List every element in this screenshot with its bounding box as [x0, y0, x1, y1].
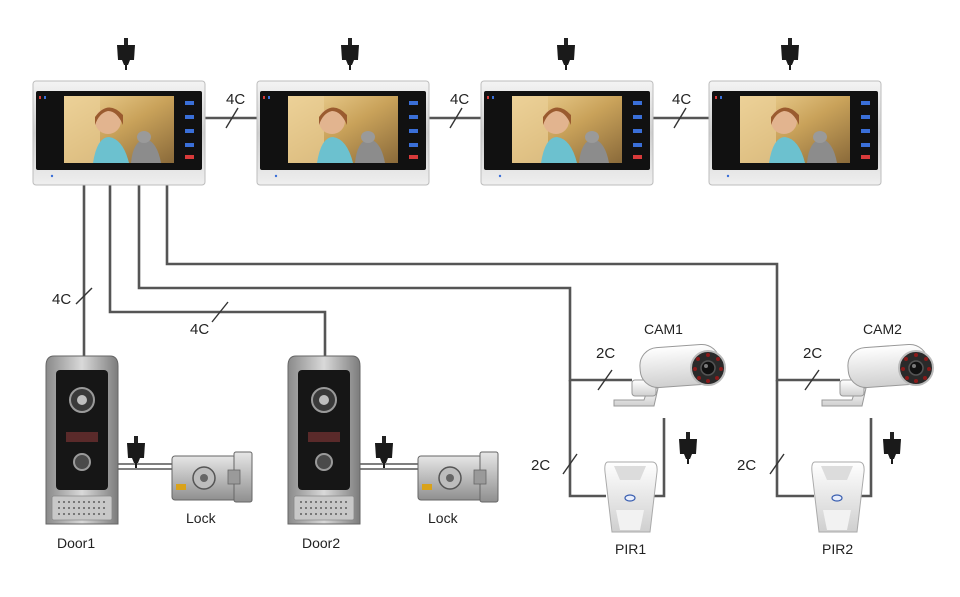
door2-wire-label: 4C — [190, 321, 209, 338]
electric-lock-2 — [417, 451, 499, 503]
device-labels: Door1 Door2 Lock Lock CAM1 CAM2 PIR1 PIR… — [57, 321, 902, 557]
lock2-label: Lock — [428, 510, 459, 526]
pir2-wire-label: 2C — [737, 457, 756, 474]
camera-1 — [613, 342, 726, 407]
monitor-2 — [256, 80, 430, 186]
power-adapter-icon — [117, 38, 135, 70]
power-adapter-icon — [127, 436, 145, 468]
monitor-link-1-label: 4C — [226, 91, 245, 108]
power-adapter-icon — [781, 38, 799, 70]
cam2-label: CAM2 — [863, 321, 902, 337]
door2-label: Door2 — [302, 535, 340, 551]
monitor-link-3-label: 4C — [672, 91, 691, 108]
camera-2 — [821, 342, 934, 407]
power-adapter-icon — [341, 38, 359, 70]
door-station-1 — [45, 355, 119, 525]
monitor-1 — [32, 80, 206, 186]
cam1-label: CAM1 — [644, 321, 683, 337]
power-adapter-icon — [679, 432, 697, 464]
power-adapter-icon — [883, 432, 901, 464]
cable-ticks — [75, 107, 820, 475]
pir2-label: PIR2 — [822, 541, 853, 557]
door1-label: Door1 — [57, 535, 95, 551]
power-adapter-icon — [375, 436, 393, 468]
door1-wire-label: 4C — [52, 291, 71, 308]
lock1-label: Lock — [186, 510, 217, 526]
electric-lock-1 — [171, 451, 253, 503]
monitor-4 — [708, 80, 882, 186]
monitor-3 — [480, 80, 654, 186]
power-adapter-icon — [557, 38, 575, 70]
cam2-wire-label: 2C — [803, 345, 822, 362]
door-station-2 — [287, 355, 361, 525]
wire-labels: 4C 4C 4C 4C 4C 2C 2C 2C 2C — [52, 91, 822, 474]
monitor-link-2-label: 4C — [450, 91, 469, 108]
pir-sensor-2 — [811, 461, 865, 533]
pir1-label: PIR1 — [615, 541, 646, 557]
pir1-wire-label: 2C — [531, 457, 550, 474]
cam1-wire-label: 2C — [596, 345, 615, 362]
pir-sensor-1 — [604, 461, 658, 533]
wiring-lines — [82, 116, 873, 498]
